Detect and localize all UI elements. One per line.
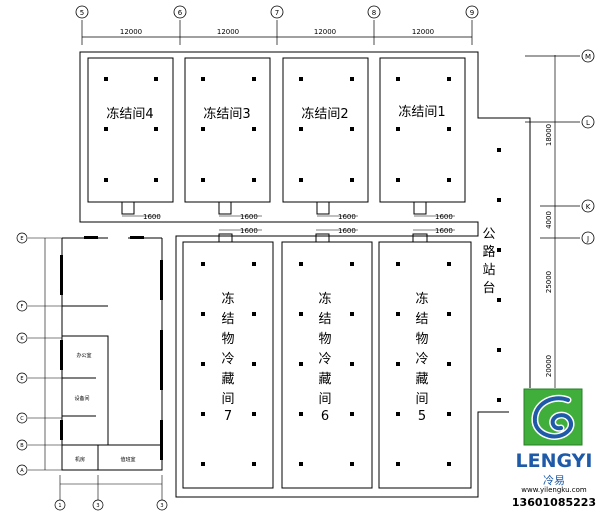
- freeze-room-label: 冻结间2: [301, 106, 348, 122]
- label-char: 站: [482, 263, 495, 278]
- freeze-rooms: [87, 57, 466, 215]
- upper-building-wall: [79, 51, 531, 498]
- label-char: 结: [318, 312, 331, 327]
- label-char: 公: [482, 227, 495, 242]
- brand-phone: 13601085223: [511, 496, 597, 509]
- brand-url: www.yilengku.com: [521, 486, 587, 494]
- label-char: 间: [415, 392, 428, 407]
- label-char: 物: [415, 332, 428, 347]
- label-char: 冻: [318, 291, 331, 307]
- axis-label: F: [21, 304, 24, 310]
- label-char: 物: [221, 332, 234, 347]
- dimension-text: 18000: [545, 124, 553, 146]
- dimension-text: 20000: [545, 355, 553, 377]
- dimension-text: 12000: [412, 28, 434, 36]
- axis-label: A: [20, 468, 24, 474]
- column-markers: [104, 77, 501, 466]
- label-char: 间: [318, 392, 331, 407]
- label-char: 结: [221, 312, 234, 327]
- axis-label: 7: [275, 9, 279, 17]
- door-dimension-lines: [122, 215, 455, 231]
- room-number: 5: [418, 409, 426, 424]
- dimension-text: 12000: [217, 28, 239, 36]
- label-char: 路: [482, 244, 495, 260]
- axis-label: J: [586, 235, 589, 243]
- label-char: 冷: [221, 352, 234, 367]
- brand-cn: 冷易: [543, 474, 565, 487]
- road-platform-label: 公 路 站 台: [482, 227, 495, 296]
- freeze-room-label: 冻结间1: [398, 104, 445, 120]
- label-char: 冷: [318, 352, 331, 367]
- axis-label: 1: [58, 503, 61, 509]
- top-dimension-line: [81, 20, 473, 45]
- axis-label: 8: [372, 9, 376, 17]
- label-char: 冷: [415, 352, 428, 367]
- storage-room-label-6: 冻 结 物 冷 藏 间 6: [318, 291, 331, 424]
- label-char: 间: [221, 392, 234, 407]
- label-char: 冻: [415, 291, 428, 307]
- axis-label: E: [20, 236, 23, 242]
- door-dimension: 1600: [435, 227, 453, 235]
- freeze-room-label: 冻结间3: [203, 106, 250, 122]
- door-dimension: 1600: [143, 213, 161, 221]
- axis-label: 3: [160, 503, 163, 509]
- storage-room-label-7: 冻 结 物 冷 藏 间 7: [221, 291, 234, 424]
- axis-label: 5: [80, 9, 84, 17]
- axis-label: C: [20, 416, 24, 422]
- small-plan-label: 设备间: [74, 395, 89, 402]
- storage-rooms: [182, 233, 472, 489]
- axis-label: M: [585, 53, 591, 61]
- small-plan-label: 办公室: [76, 352, 91, 359]
- axis-label: L: [586, 119, 590, 127]
- lengyi-logo: LENGYI 冷易 www.yilengku.com 13601085223: [509, 388, 599, 519]
- freeze-room-label: 冻结间4: [106, 106, 153, 122]
- axis-label: 6: [178, 9, 183, 17]
- label-char: 台: [482, 281, 495, 296]
- axis-label: K: [20, 336, 24, 342]
- top-axis-bubbles: [75, 5, 479, 19]
- small-plan-dimension-lines: [28, 237, 163, 500]
- label-char: 藏: [221, 372, 234, 387]
- axis-label: 9: [470, 9, 474, 17]
- door-dimension: 1600: [435, 213, 453, 221]
- lengyi-emblem-icon: [523, 388, 583, 446]
- small-plan-label: 机房: [75, 456, 85, 463]
- door-dimension: 1600: [338, 227, 356, 235]
- door-dimension: 1600: [338, 213, 356, 221]
- dimension-text: 12000: [120, 28, 142, 36]
- small-plan-walls-thick: [60, 236, 163, 460]
- label-char: 冻: [221, 291, 234, 307]
- dimension-text: 4000: [545, 211, 553, 229]
- small-plan-label: 值班室: [120, 456, 135, 463]
- dimension-text: 12000: [314, 28, 336, 36]
- axis-label: K: [586, 203, 591, 211]
- room-number: 6: [321, 409, 329, 424]
- label-char: 结: [415, 312, 428, 327]
- dimension-text: 25000: [545, 271, 553, 293]
- door-dimension: 1600: [240, 227, 258, 235]
- axis-label: 3: [96, 503, 99, 509]
- door-dimension: 1600: [240, 213, 258, 221]
- axis-label: E: [20, 376, 23, 382]
- axis-label: B: [20, 443, 24, 449]
- label-char: 藏: [318, 372, 331, 387]
- label-char: 物: [318, 332, 331, 347]
- storage-room-label-5: 冻 结 物 冷 藏 间 5: [415, 291, 428, 424]
- brand-name: LENGYI: [515, 450, 593, 472]
- label-char: 藏: [415, 372, 428, 387]
- room-number: 7: [224, 409, 232, 424]
- small-plan-axis-bubbles: [16, 232, 168, 511]
